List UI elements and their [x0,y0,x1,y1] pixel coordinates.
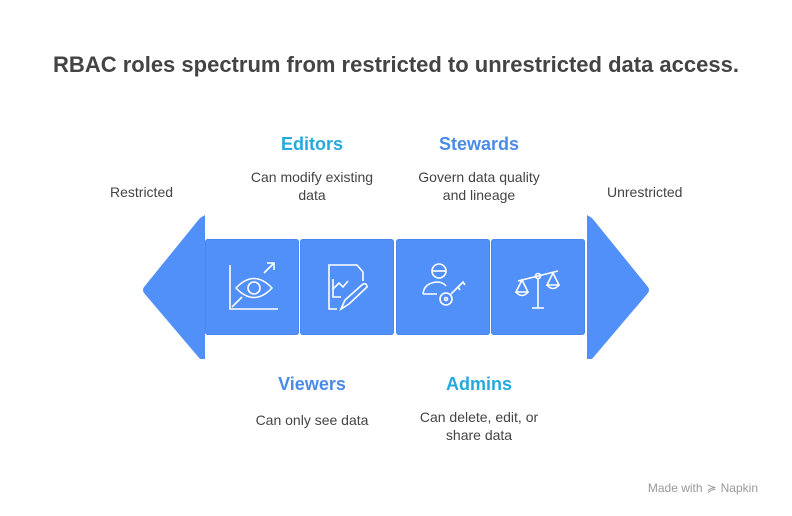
user-key-icon [422,263,466,306]
left-arrowhead [143,215,205,359]
document-edit-icon [328,264,368,312]
unrestricted-label: Unrestricted [607,184,683,200]
stewards-heading: Stewards [438,134,520,154]
stewards-description: Govern data quality and lineage [418,169,540,203]
viewers-heading: Viewers [278,374,346,394]
scales-icon [514,270,561,309]
restricted-label: Restricted [110,184,174,200]
admins-segment [491,239,585,335]
napkin-brand: Napkin [720,481,758,495]
stewards-segment [396,239,490,335]
right-arrowhead [587,215,649,359]
editors-heading: Editors [280,134,343,154]
editors-segment [300,239,394,335]
eye-chart-icon [229,262,278,310]
diagram-title: RBAC roles spectrum from restricted to u… [53,52,739,77]
napkin-watermark: Made with ≽ Napkin [648,481,758,495]
made-with-label: Made with [647,481,703,495]
viewers-segment [205,239,299,335]
napkin-logo-icon: ≽ [706,481,717,495]
viewers-description: Can only see data [255,412,369,428]
admins-description: Can delete, edit, or share data [419,409,539,443]
editors-description: Can modify existing data [250,169,374,203]
admins-heading: Admins [445,374,512,394]
